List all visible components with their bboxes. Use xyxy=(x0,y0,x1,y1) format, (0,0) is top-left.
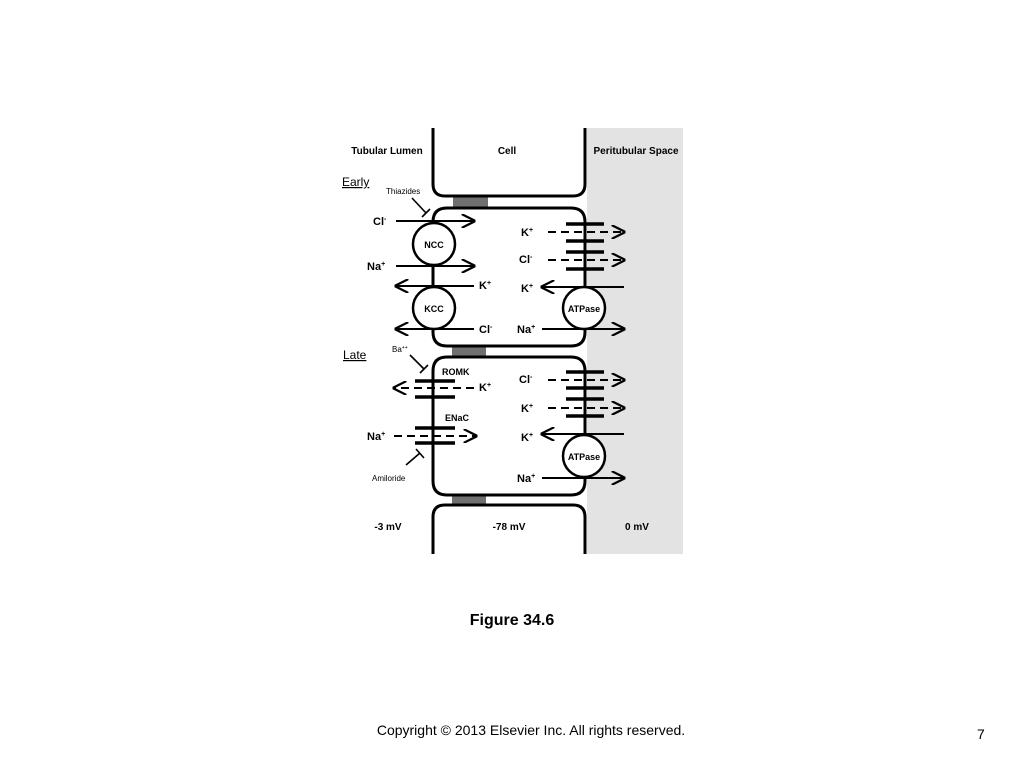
ion-label: K+ xyxy=(521,403,533,415)
tight-junction-middle xyxy=(452,346,486,357)
cell-outline-early xyxy=(431,206,587,348)
thiazides-label: Thiazides xyxy=(386,187,420,196)
enac-label: ENaC xyxy=(445,413,470,423)
segment-label-late: Late xyxy=(343,348,367,362)
ion-label: Na+ xyxy=(367,431,385,443)
cell-outline-bottom xyxy=(431,503,587,554)
cell-outline-late xyxy=(431,355,587,497)
thiazides-inhibition-marker xyxy=(411,197,431,218)
cell-outline-top xyxy=(431,128,587,198)
basolateral-channel-cl-late-2 xyxy=(566,397,604,418)
region-label-peritubular: Peritubular Space xyxy=(593,146,678,157)
ion-label: Cl- xyxy=(479,324,493,336)
page-number: 7 xyxy=(977,726,985,742)
basolateral-channel-cl-early xyxy=(566,250,604,271)
ncc-label: NCC xyxy=(424,240,444,250)
basolateral-channel-cl-late-1 xyxy=(566,370,604,390)
ion-label: Na+ xyxy=(367,261,385,273)
potential-peritubular: 0 mV xyxy=(625,522,649,533)
ion-label: K+ xyxy=(521,227,533,239)
ion-label: K+ xyxy=(479,382,491,394)
atpase-label: ATPase xyxy=(568,452,600,462)
enac-channel xyxy=(415,426,455,445)
atpase-pump-early xyxy=(561,285,607,331)
ion-label: Na+ xyxy=(517,473,535,485)
ncc-transporter xyxy=(411,221,457,267)
ion-label: Cl- xyxy=(519,254,533,266)
potential-lumen: -3 mV xyxy=(374,522,402,533)
basolateral-channel-k-early xyxy=(566,222,604,243)
romk-channel xyxy=(415,379,455,399)
ion-label: K+ xyxy=(521,283,533,295)
ion-label: Na+ xyxy=(517,324,535,336)
figure-title: Figure 34.6 xyxy=(469,612,555,629)
kcc-label: KCC xyxy=(424,304,444,314)
tight-junction-top xyxy=(453,196,488,207)
amiloride-inhibition-marker xyxy=(405,448,425,466)
ion-label: K+ xyxy=(521,432,533,444)
region-label-cell: Cell xyxy=(498,146,517,157)
potential-cell: -78 mV xyxy=(493,522,526,533)
ion-label: K+ xyxy=(479,280,491,292)
ion-label: Cl- xyxy=(519,374,533,386)
peritubular-space xyxy=(587,128,683,554)
barium-label: Ba++ xyxy=(392,345,408,354)
barium-inhibition-marker xyxy=(409,354,429,374)
atpase-pump-late xyxy=(561,433,607,479)
romk-label: ROMK xyxy=(442,367,470,377)
tight-junction-bottom xyxy=(452,494,486,505)
amiloride-label: Amiloride xyxy=(372,474,406,483)
region-label-lumen: Tubular Lumen xyxy=(351,146,422,157)
segment-label-early: Early xyxy=(342,175,369,189)
ion-label: Cl- xyxy=(373,216,387,228)
atpase-label: ATPase xyxy=(568,304,600,314)
copyright-notice: Copyright © 2013 Elsevier Inc. All right… xyxy=(376,722,686,738)
kcc-transporter xyxy=(411,285,457,331)
